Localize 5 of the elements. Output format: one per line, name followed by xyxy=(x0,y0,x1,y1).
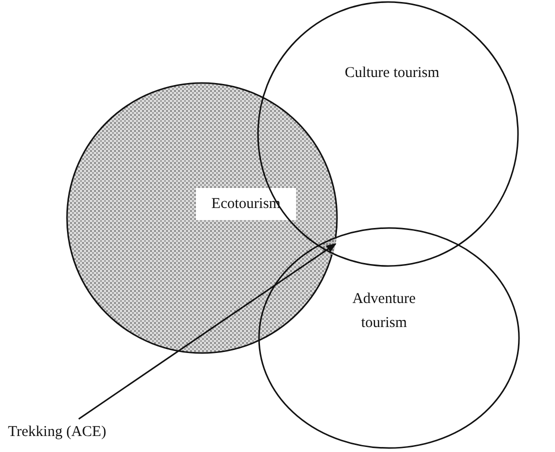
circle-label: Ecotourism xyxy=(196,188,296,220)
callout-label: Trekking (ACE) xyxy=(8,423,106,442)
circle-label: Culture tourism xyxy=(344,64,440,83)
leader-arrow xyxy=(78,243,336,420)
circle-label: Adventure tourism xyxy=(351,290,417,333)
